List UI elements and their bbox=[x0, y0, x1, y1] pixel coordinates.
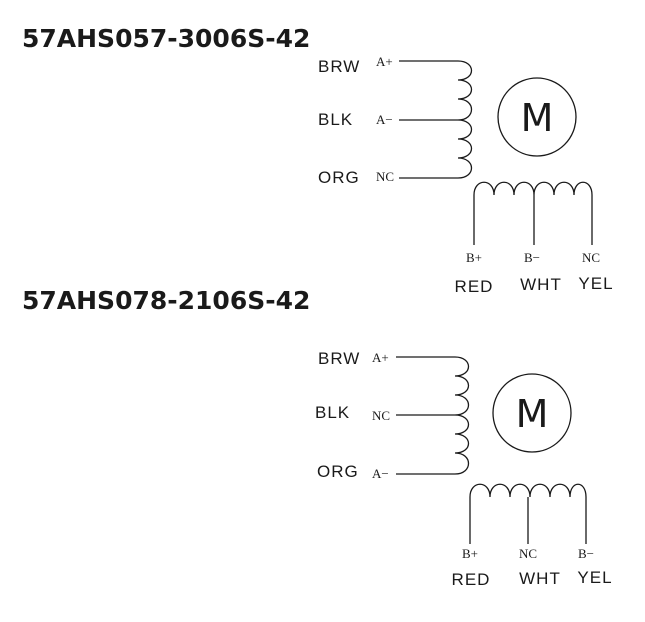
diagram-1-title: 57AHS057-3006S-42 bbox=[22, 24, 310, 53]
diagram-1-pin-label-b3: NC bbox=[582, 250, 600, 265]
diagram-1-motor-label: M bbox=[521, 96, 554, 140]
diagram-2-wire-color-3: ORG bbox=[317, 462, 359, 481]
diagram-2-coil-b bbox=[469, 483, 587, 498]
diagram-1-bottom-color-1: RED bbox=[455, 277, 494, 296]
diagram-2-bottom-color-1: RED bbox=[452, 570, 491, 589]
diagram-2-bottom-color-3: YEL bbox=[577, 568, 612, 587]
diagram-1-pin-label-2: A− bbox=[376, 112, 393, 127]
diagram-2-motor-circle bbox=[492, 373, 572, 453]
diagram-2-pin-label-1: A+ bbox=[372, 350, 389, 365]
diagram-2-motor-label: M bbox=[516, 392, 549, 436]
diagram-2-coil-a bbox=[454, 356, 470, 475]
diagram-1: 57AHS057-3006S-42 BRW BLK ORG A+ A− NC M… bbox=[22, 24, 613, 296]
diagram-1-motor-circle bbox=[497, 77, 577, 157]
diagram-2-title: 57AHS078-2106S-42 bbox=[22, 286, 310, 315]
diagram-2-wire-color-1: BRW bbox=[318, 349, 360, 368]
diagram-2-pin-label-b2: NC bbox=[519, 546, 537, 561]
diagram-1-pin-label-b2: B− bbox=[524, 250, 540, 265]
diagram-1-coil-a bbox=[457, 60, 473, 179]
diagram-2: 57AHS078-2106S-42 BRW BLK ORG A+ NC A− M… bbox=[22, 286, 612, 589]
diagram-1-wire-color-3: ORG bbox=[318, 168, 360, 187]
diagram-1-wire-color-1: BRW bbox=[318, 57, 360, 76]
diagram-1-pin-label-3: NC bbox=[376, 169, 394, 184]
diagram-2-pin-label-2: NC bbox=[372, 408, 390, 423]
diagram-2-pin-label-b1: B+ bbox=[462, 546, 478, 561]
diagram-1-pin-label-1: A+ bbox=[376, 54, 393, 69]
diagram-2-pin-label-3: A− bbox=[372, 466, 389, 481]
diagram-1-bottom-color-2: WHT bbox=[520, 275, 562, 294]
diagram-1-wire-color-2: BLK bbox=[318, 110, 353, 129]
diagram-1-coil-b bbox=[473, 181, 593, 196]
diagram-2-bottom-color-2: WHT bbox=[519, 569, 561, 588]
diagram-1-pin-label-b1: B+ bbox=[466, 250, 482, 265]
diagram-2-pin-label-b3: B− bbox=[578, 546, 594, 561]
diagram-1-bottom-color-3: YEL bbox=[578, 274, 613, 293]
diagram-2-wire-color-2: BLK bbox=[315, 403, 350, 422]
